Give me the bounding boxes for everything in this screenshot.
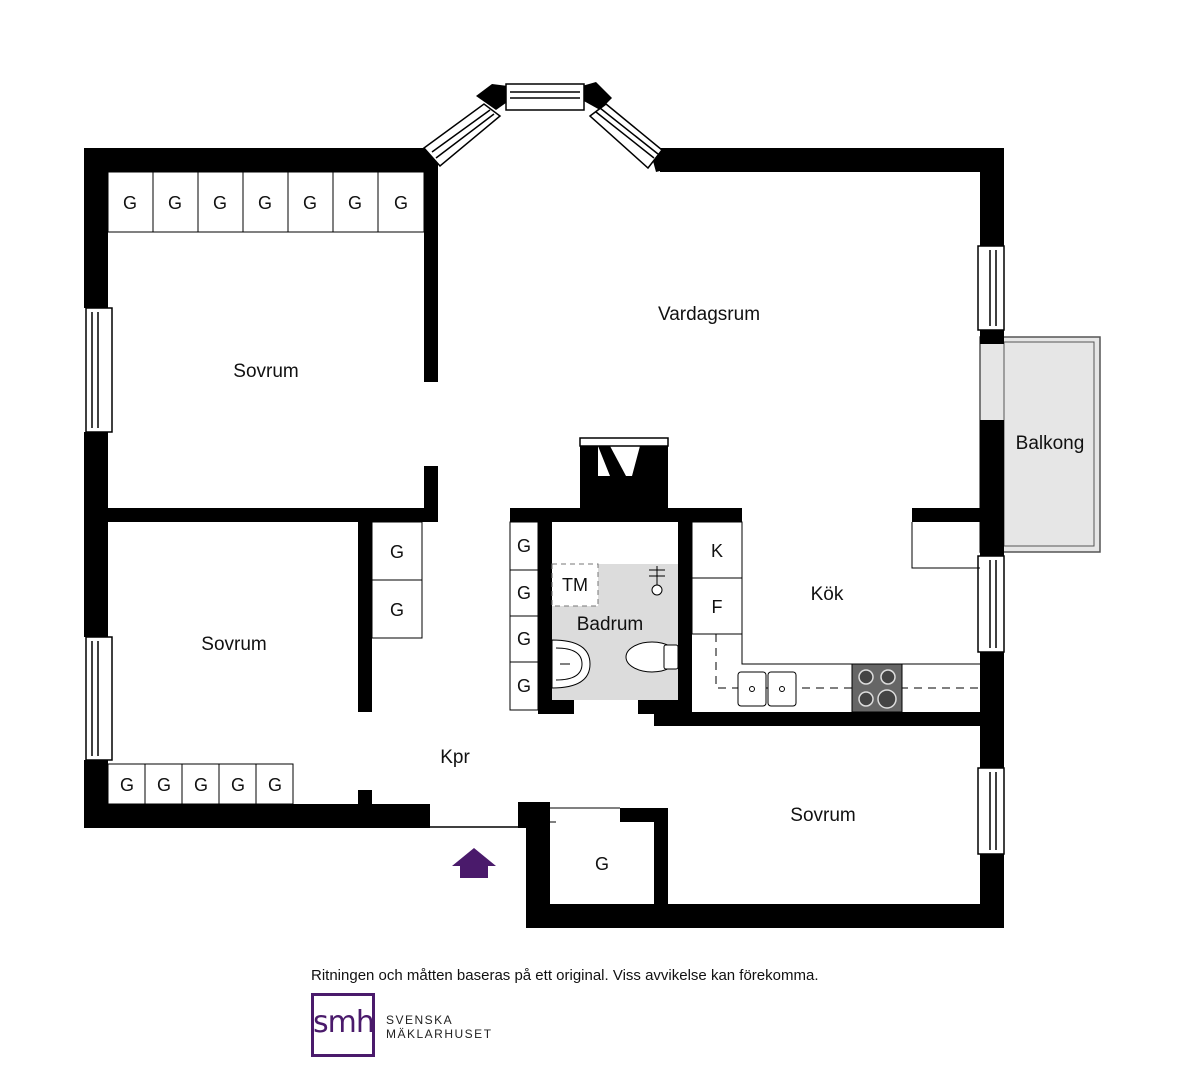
logo-mark: smh	[313, 1005, 375, 1040]
logo-line-1: SVENSKA	[386, 1013, 454, 1027]
label-g-bl-1: G	[120, 775, 134, 795]
label-g-top-5: G	[303, 193, 317, 213]
kitchen-appliances	[691, 521, 980, 689]
kitchen-sink-icon	[737, 671, 797, 707]
label-kok: Kök	[811, 584, 844, 605]
label-sovrum-top: Sovrum	[233, 361, 298, 382]
logo-frame	[311, 993, 375, 1057]
label-kpr: Kpr	[440, 747, 470, 768]
label-g-bath-3: G	[517, 629, 531, 649]
label-g-bath-2: G	[517, 583, 531, 603]
windows	[85, 83, 1005, 855]
label-g-hall-2: G	[390, 600, 404, 620]
label-g-bl-5: G	[268, 775, 282, 795]
walls	[84, 82, 1004, 928]
sink-icon	[551, 639, 591, 689]
entrance-arrow-icon	[452, 848, 496, 878]
toilet-icon	[625, 641, 679, 673]
label-g-closet: G	[595, 854, 609, 874]
shower-icon	[649, 566, 665, 596]
stove-icon	[851, 663, 903, 713]
label-kitchen-f: F	[712, 597, 723, 617]
logo-line-2: MÄKLARHUSET	[386, 1027, 493, 1041]
label-g-top-2: G	[168, 193, 182, 213]
label-g-top-7: G	[394, 193, 408, 213]
storage-bath-column	[509, 521, 539, 711]
washing-machine-area	[551, 563, 599, 607]
label-g-top-3: G	[213, 193, 227, 213]
storage-top-row	[107, 171, 425, 233]
label-g-hall-1: G	[390, 542, 404, 562]
storage-hall-column	[371, 521, 423, 639]
label-kitchen-k: K	[711, 541, 723, 561]
room-labels: Sovrum Vardagsrum Balkong Sovrum Badrum …	[201, 304, 1084, 826]
label-g-bl-4: G	[231, 775, 245, 795]
label-g-top-1: G	[123, 193, 137, 213]
label-g-top-6: G	[348, 193, 362, 213]
storage-bottom-left-row	[107, 763, 294, 805]
label-g-bl-3: G	[194, 775, 208, 795]
disclaimer-text: Ritningen och måtten baseras på ett orig…	[311, 967, 819, 984]
label-vardagsrum: Vardagsrum	[658, 304, 760, 325]
label-sovrum-bottom: Sovrum	[790, 805, 855, 826]
label-sovrum-mid: Sovrum	[201, 634, 266, 655]
label-g-bath-1: G	[517, 536, 531, 556]
storage-labels: G G G G G G G G G G G G G G G G G G K F …	[120, 193, 723, 874]
label-tm: TM	[562, 575, 588, 595]
brand-logo: smh SVENSKA MÄKLARHUSET	[311, 993, 511, 1061]
label-badrum: Badrum	[577, 614, 644, 635]
label-g-top-4: G	[258, 193, 272, 213]
label-balkong: Balkong	[1016, 433, 1085, 454]
label-g-bath-4: G	[517, 676, 531, 696]
label-g-bl-2: G	[157, 775, 171, 795]
